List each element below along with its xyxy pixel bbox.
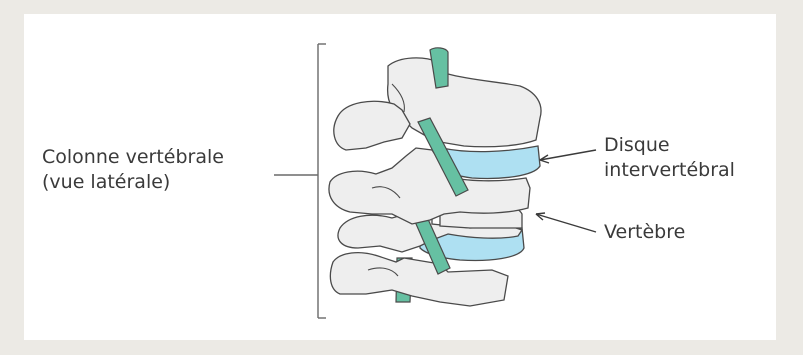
vertebra-label-text: Vertèbre bbox=[604, 220, 685, 245]
spine-label: Colonne vertébrale (vue latérale) bbox=[42, 145, 224, 195]
disc-label-line2: intervertébral bbox=[604, 158, 735, 183]
vertebra-label: Vertèbre bbox=[604, 220, 685, 245]
disc-label: Disque intervertébral bbox=[604, 133, 735, 183]
spine-bracket bbox=[274, 44, 326, 318]
annotation-arrows bbox=[536, 150, 596, 232]
spine-label-line1: Colonne vertébrale bbox=[42, 145, 224, 170]
disc-label-line1: Disque bbox=[604, 133, 735, 158]
spine-label-line2: (vue latérale) bbox=[42, 170, 224, 195]
